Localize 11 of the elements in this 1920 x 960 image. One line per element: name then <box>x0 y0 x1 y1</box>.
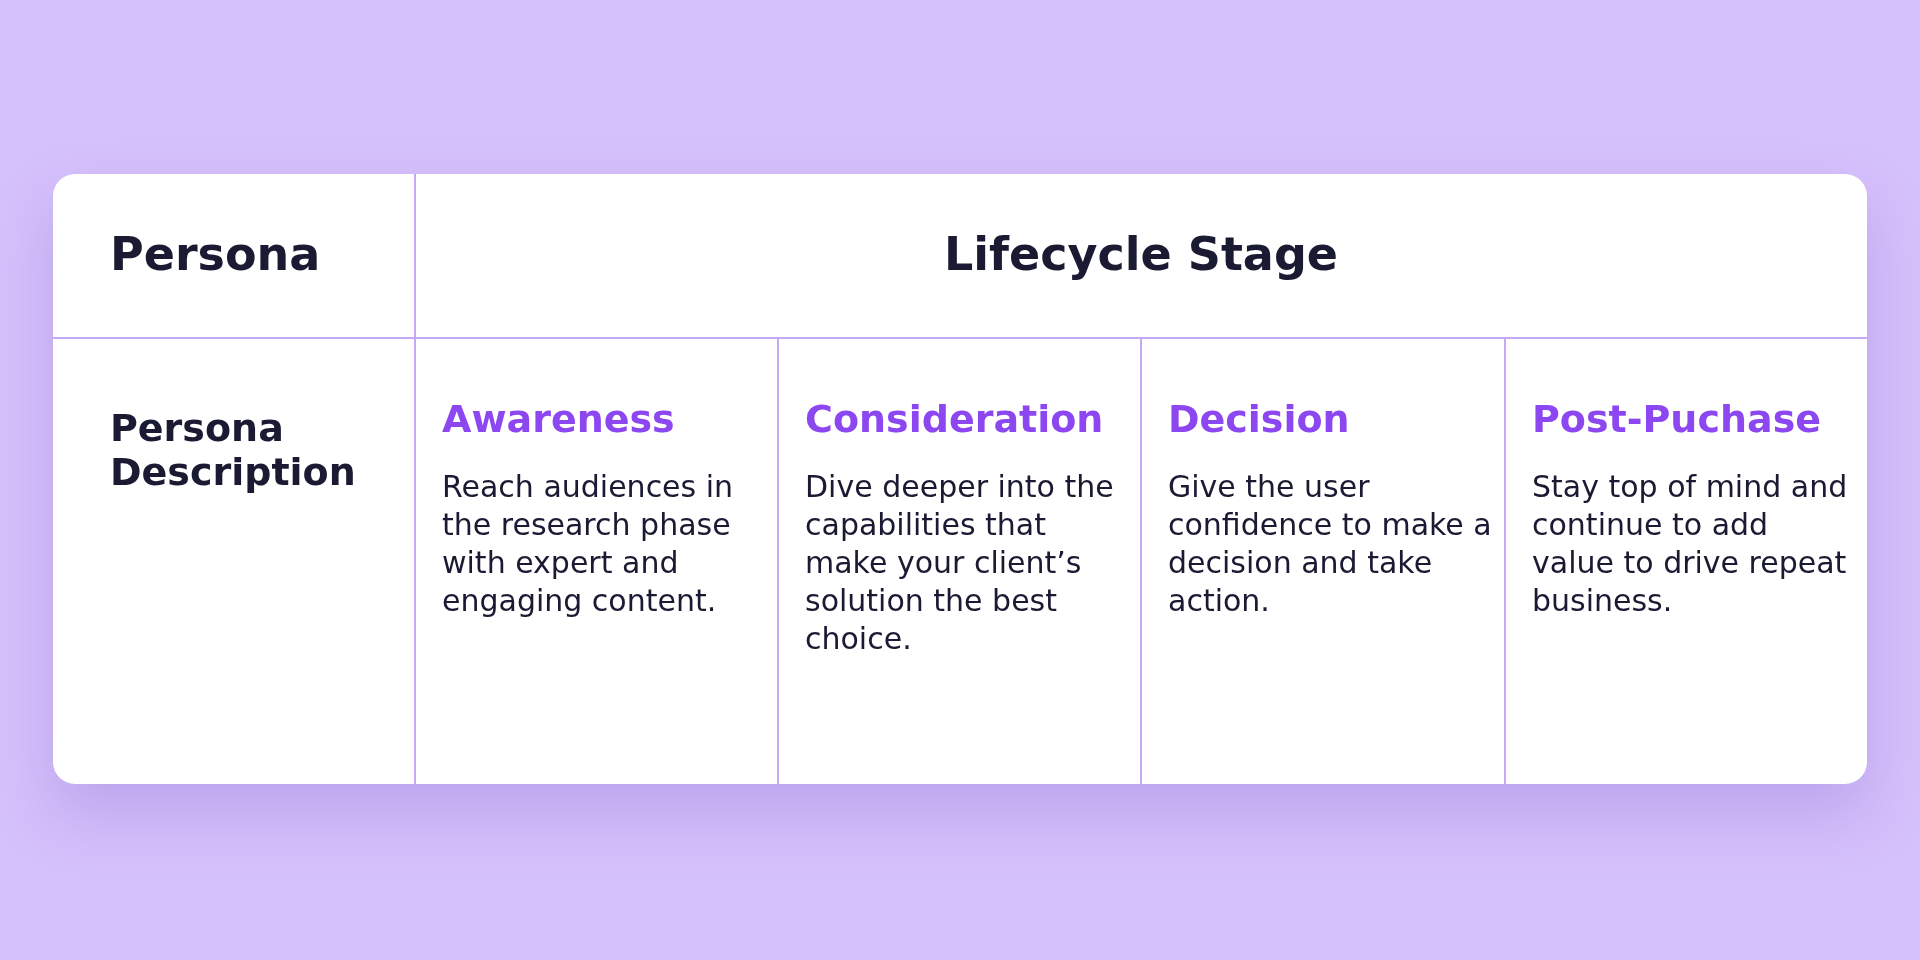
stage-description: Give the user confidence to make a decision and take action. <box>1168 468 1493 620</box>
stage-heading: Consideration <box>805 396 1105 442</box>
stage-heading: Decision <box>1168 396 1351 442</box>
stage-heading: Awareness <box>442 396 676 442</box>
stage-heading: Post-Puchase <box>1532 396 1823 442</box>
stage-description: Dive deeper into the capabilities that make your client’s solution the best choice. <box>805 468 1115 658</box>
stage-description: Reach audiences in the research phase with expert and engaging content. <box>442 468 735 620</box>
stage-description: Stay top of mind and continue to add value to drive repeat business. <box>1532 468 1849 620</box>
row-header: Persona Description <box>110 406 357 494</box>
column-header: Persona <box>110 226 322 282</box>
column-header: Lifecycle Stage <box>943 226 1339 282</box>
